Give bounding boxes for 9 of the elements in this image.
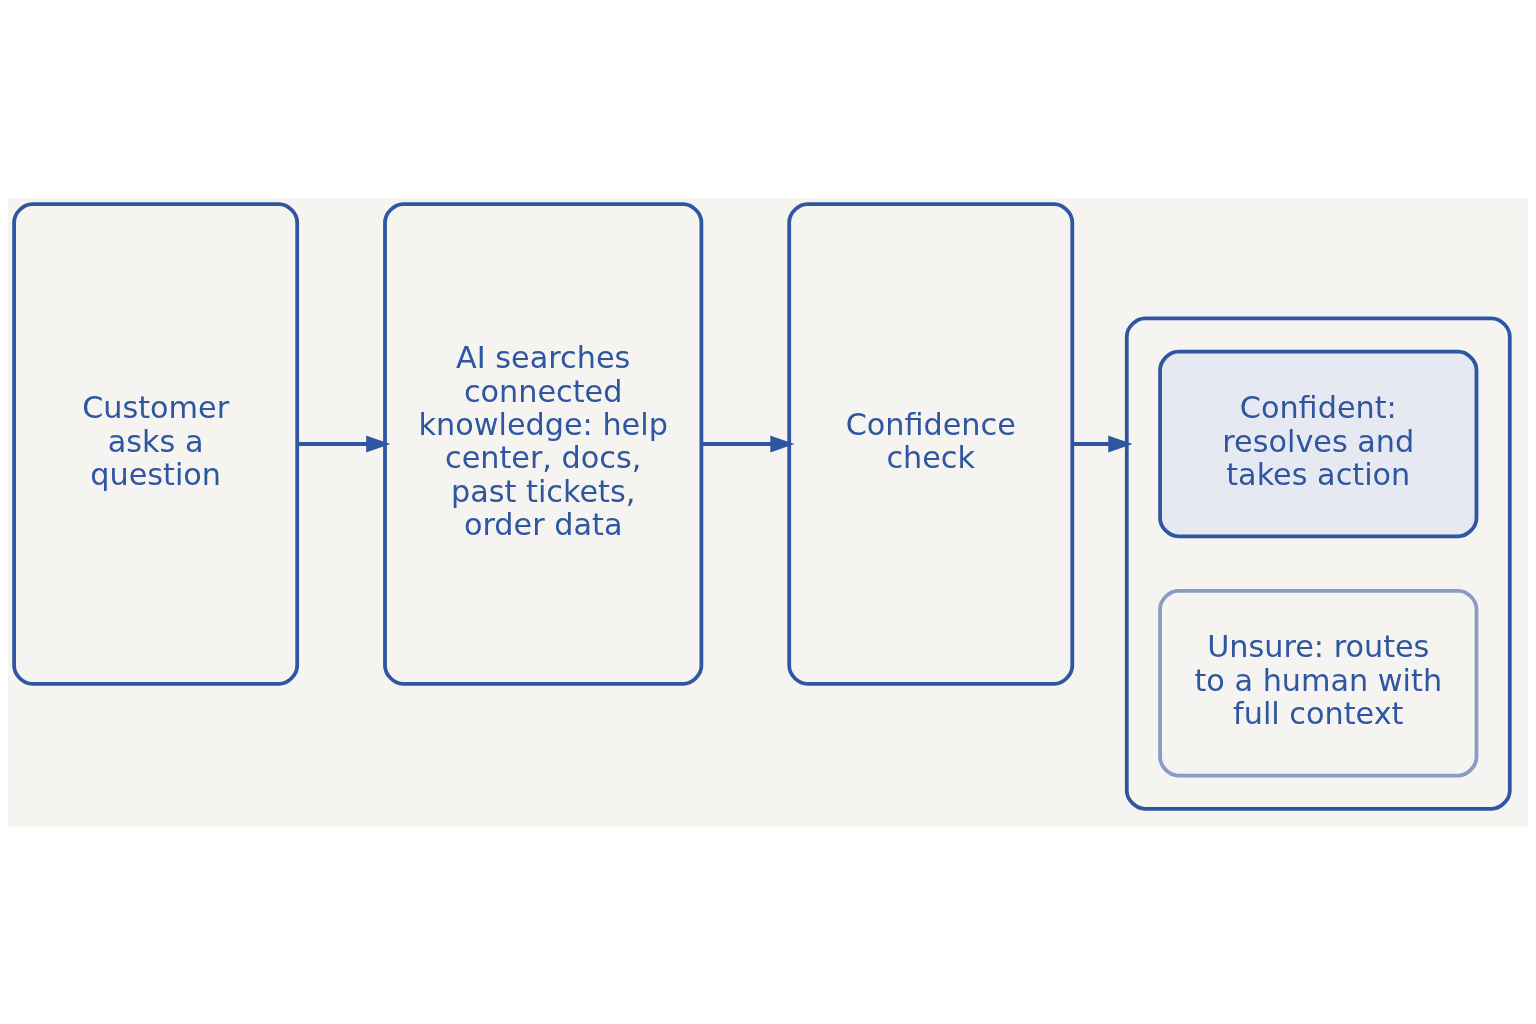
- node-box: Confidence check: [787, 201, 1075, 686]
- node-box: Unsure: routes to a human with full context: [1158, 588, 1479, 777]
- node-box: Confident: resolves and takes action: [1158, 349, 1479, 538]
- node-box: Customer asks a question: [12, 201, 300, 686]
- arrow: [1072, 435, 1133, 452]
- cluster: [1124, 315, 1512, 811]
- node-box: AI searches connected knowledge: help center, docs, past tickets, order data: [383, 201, 704, 686]
- arrow: [701, 435, 795, 452]
- arrow: [297, 435, 391, 452]
